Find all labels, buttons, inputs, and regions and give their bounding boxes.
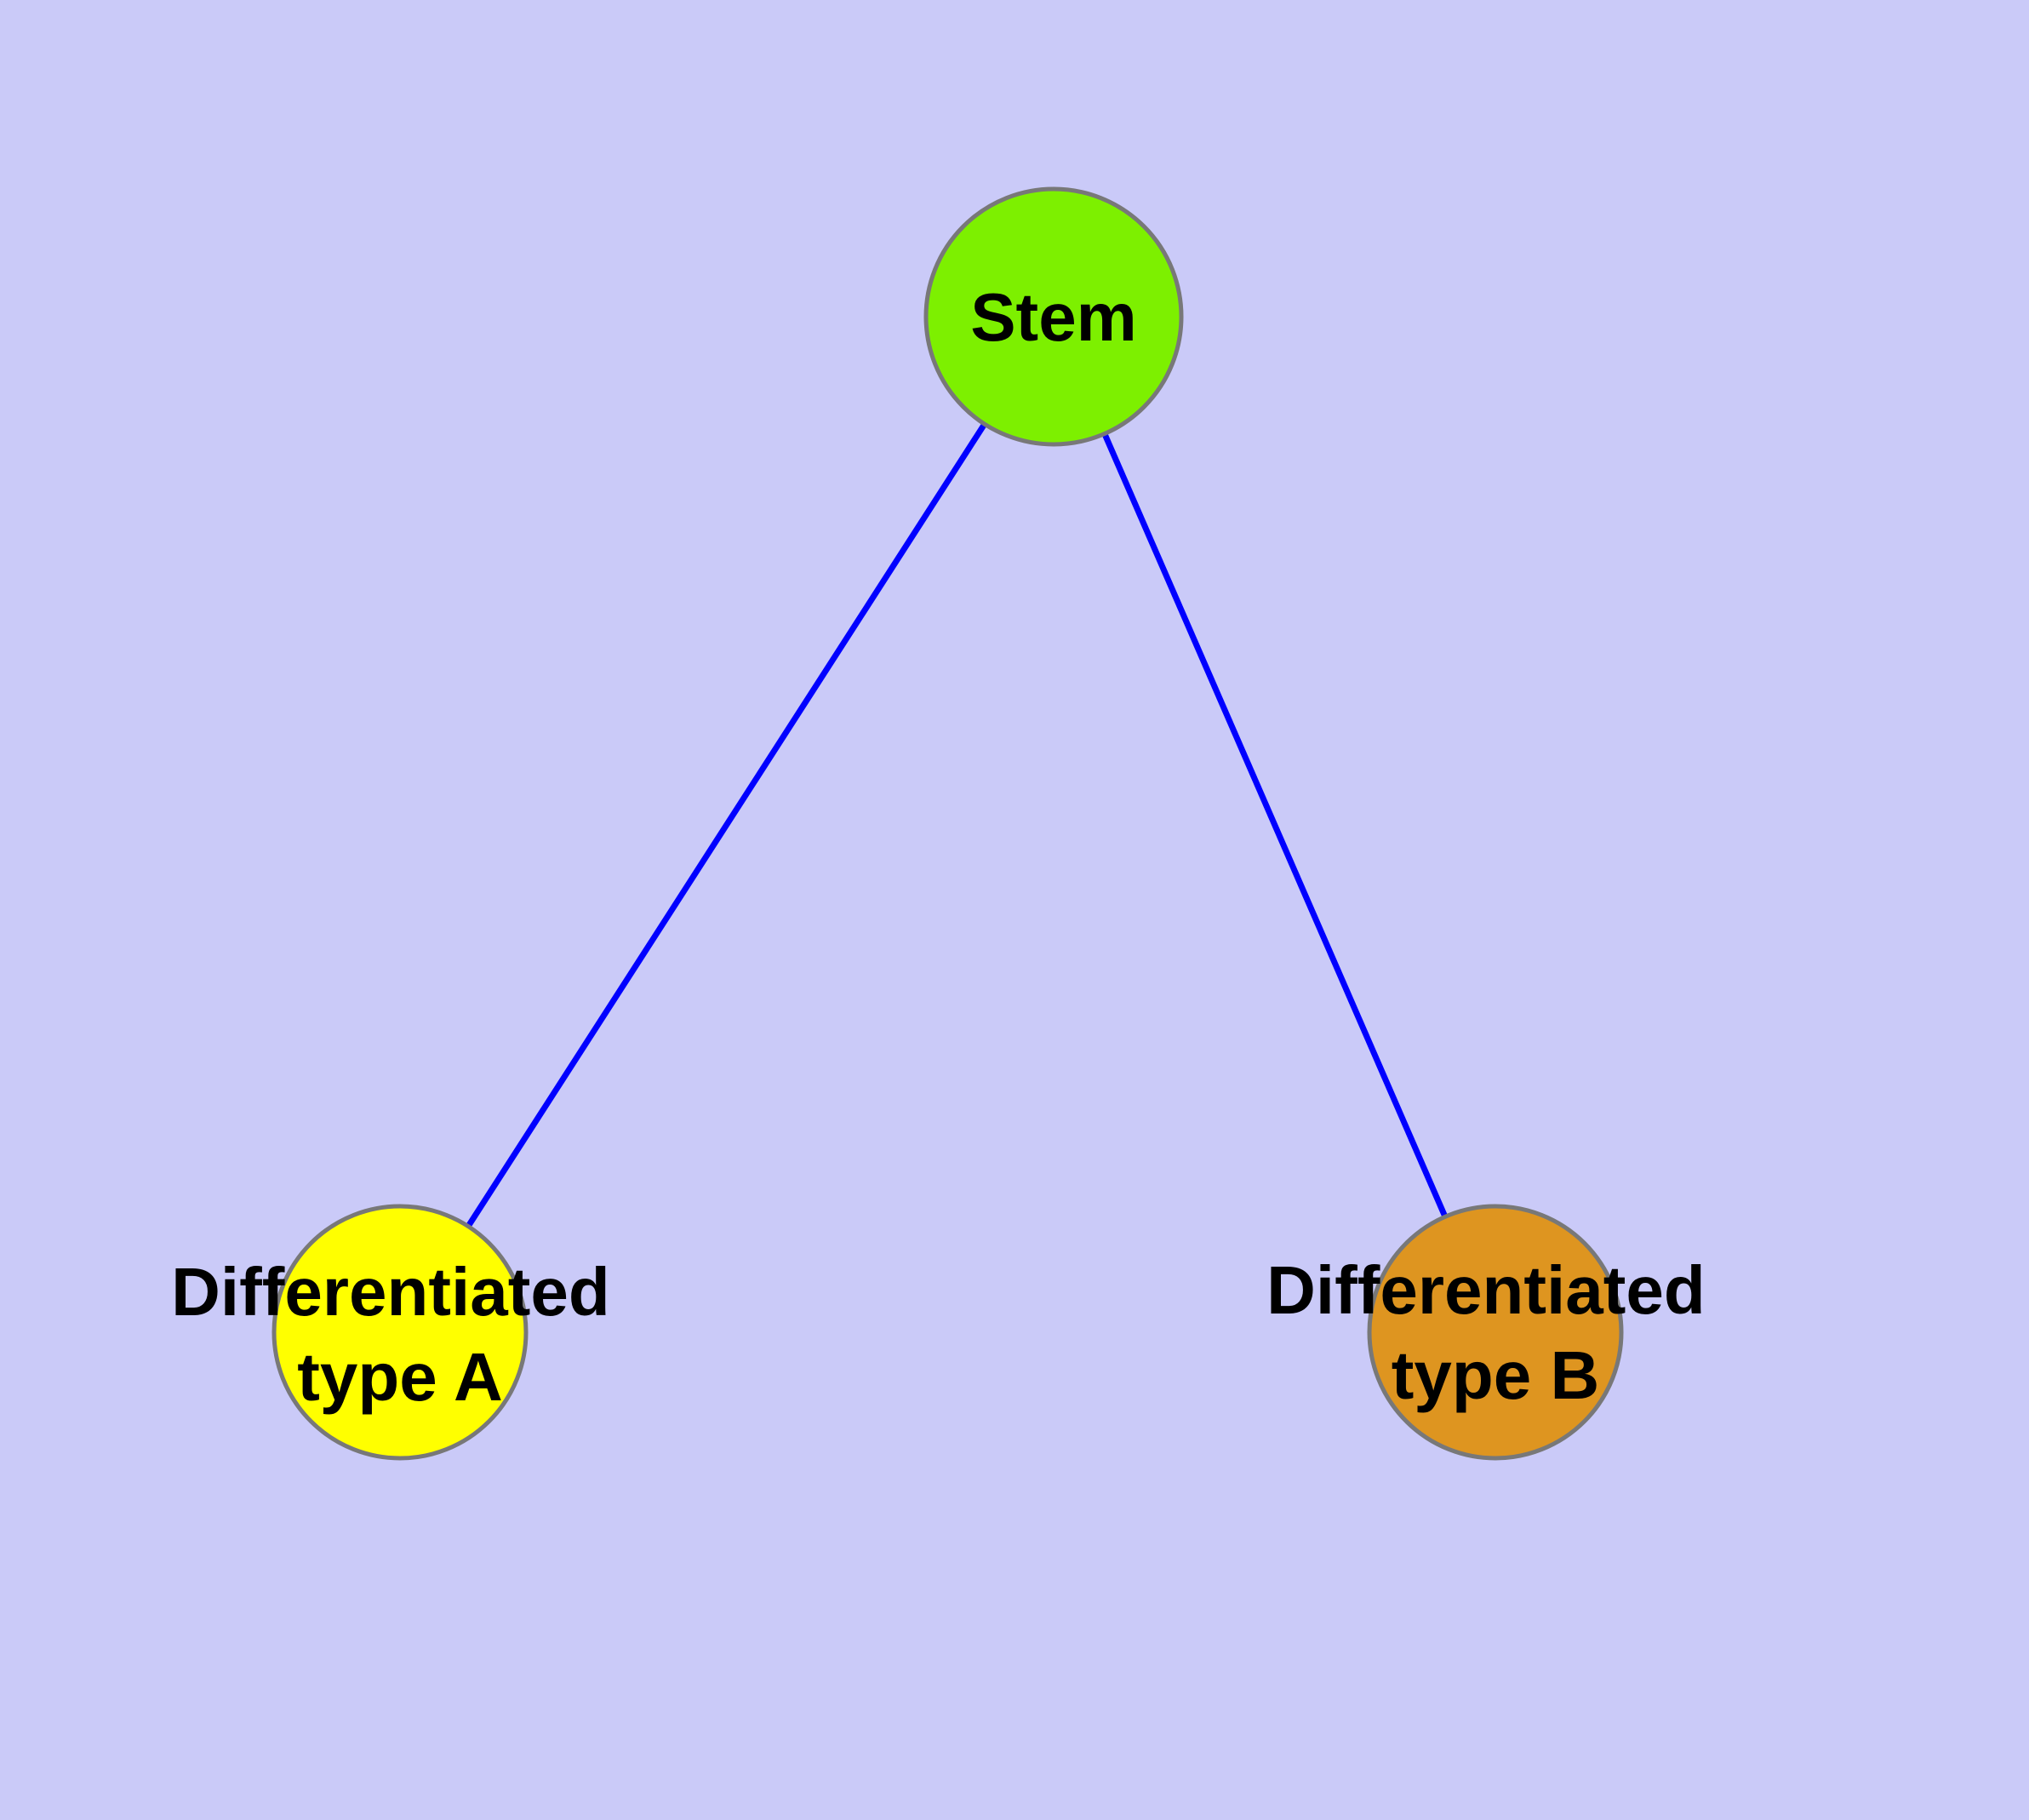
edge-stem-to-type-a	[397, 315, 1056, 1334]
differentiated-type-b-label-line2: type B	[1392, 1337, 1600, 1413]
stem-node	[923, 186, 1184, 447]
differentiated-type-b-label-line1: Differentiated	[1266, 1252, 1706, 1328]
stem-node-label: Stem	[970, 279, 1137, 355]
differentiated-type-a-label: Differentiated type A	[171, 1254, 629, 1415]
edge-stem-to-type-b	[1050, 315, 1499, 1334]
differentiated-type-a-label-line2: type A	[297, 1339, 503, 1415]
differentiated-type-a-label-line1: Differentiated	[171, 1254, 610, 1330]
differentiated-type-b-node	[1367, 1204, 1624, 1461]
differentiated-type-a-node	[271, 1204, 529, 1461]
differentiated-type-b-label: Differentiated type B	[1266, 1252, 1724, 1413]
